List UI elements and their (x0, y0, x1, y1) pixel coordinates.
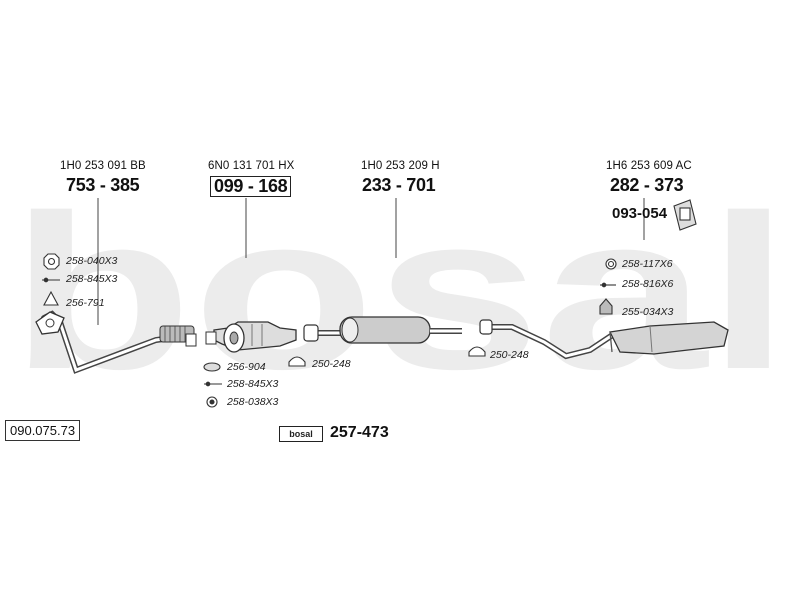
clamp-icon-rear (468, 346, 486, 357)
accessory-catalyst-2[interactable]: 258-845X3 (227, 378, 279, 390)
nut-hole-icon (47, 257, 56, 266)
clamp-icon-front (288, 356, 306, 367)
catalyst-part (205, 321, 297, 353)
bosal-watermark: bosal (10, 169, 790, 415)
accessory-clamp-front[interactable]: 250-248 (312, 358, 351, 370)
ring-gasket-icon (203, 362, 221, 372)
rear-silencer-part (479, 319, 729, 360)
accessory-catalyst-3[interactable]: 258-038X3 (227, 396, 279, 408)
accessory-icons (42, 199, 697, 408)
accessory-rear-3[interactable]: 255-034X3 (622, 306, 674, 318)
mounting-kit-number[interactable]: 257-473 (330, 424, 389, 441)
part-number-middle[interactable]: 233 - 701 (362, 175, 436, 195)
downpipe-part (35, 310, 197, 374)
gasket-triangle-icon (43, 290, 59, 306)
accessory-downpipe-2[interactable]: 258-845X3 (66, 273, 118, 285)
accessory-downpipe-1[interactable]: 258-040X3 (66, 255, 118, 267)
accessory-rear-2[interactable]: 258-816X6 (622, 278, 674, 290)
diagram-id-box: 090.075.73 (5, 420, 81, 441)
rubber-mount-icon (599, 298, 613, 315)
accessory-clamp-rear[interactable]: 250-248 (490, 349, 529, 361)
oem-number-middle: 1H0 253 209 H (361, 160, 440, 172)
part-number-downpipe[interactable]: 753 - 385 (66, 175, 140, 195)
oem-number-catalyst: 6N0 131 701 HX (208, 160, 295, 172)
part-number-rear[interactable]: 282 - 373 (610, 175, 684, 195)
middle-silencer-part (303, 316, 462, 344)
oem-number-downpipe: 1H0 253 091 BB (60, 160, 146, 172)
accessory-downpipe-3[interactable]: 256-791 (66, 297, 105, 309)
accessory-catalyst-1[interactable]: 256-904 (227, 361, 266, 373)
part-number-catalyst[interactable]: 099 - 168 (210, 176, 292, 197)
leader-lines (97, 198, 645, 325)
kit-brand-tag: bosal (279, 426, 323, 442)
part-number-hanger[interactable]: 093-054 (612, 205, 668, 222)
accessory-rear-1[interactable]: 258-117X6 (622, 258, 673, 270)
oem-number-rear: 1H6 253 609 AC (606, 160, 692, 172)
